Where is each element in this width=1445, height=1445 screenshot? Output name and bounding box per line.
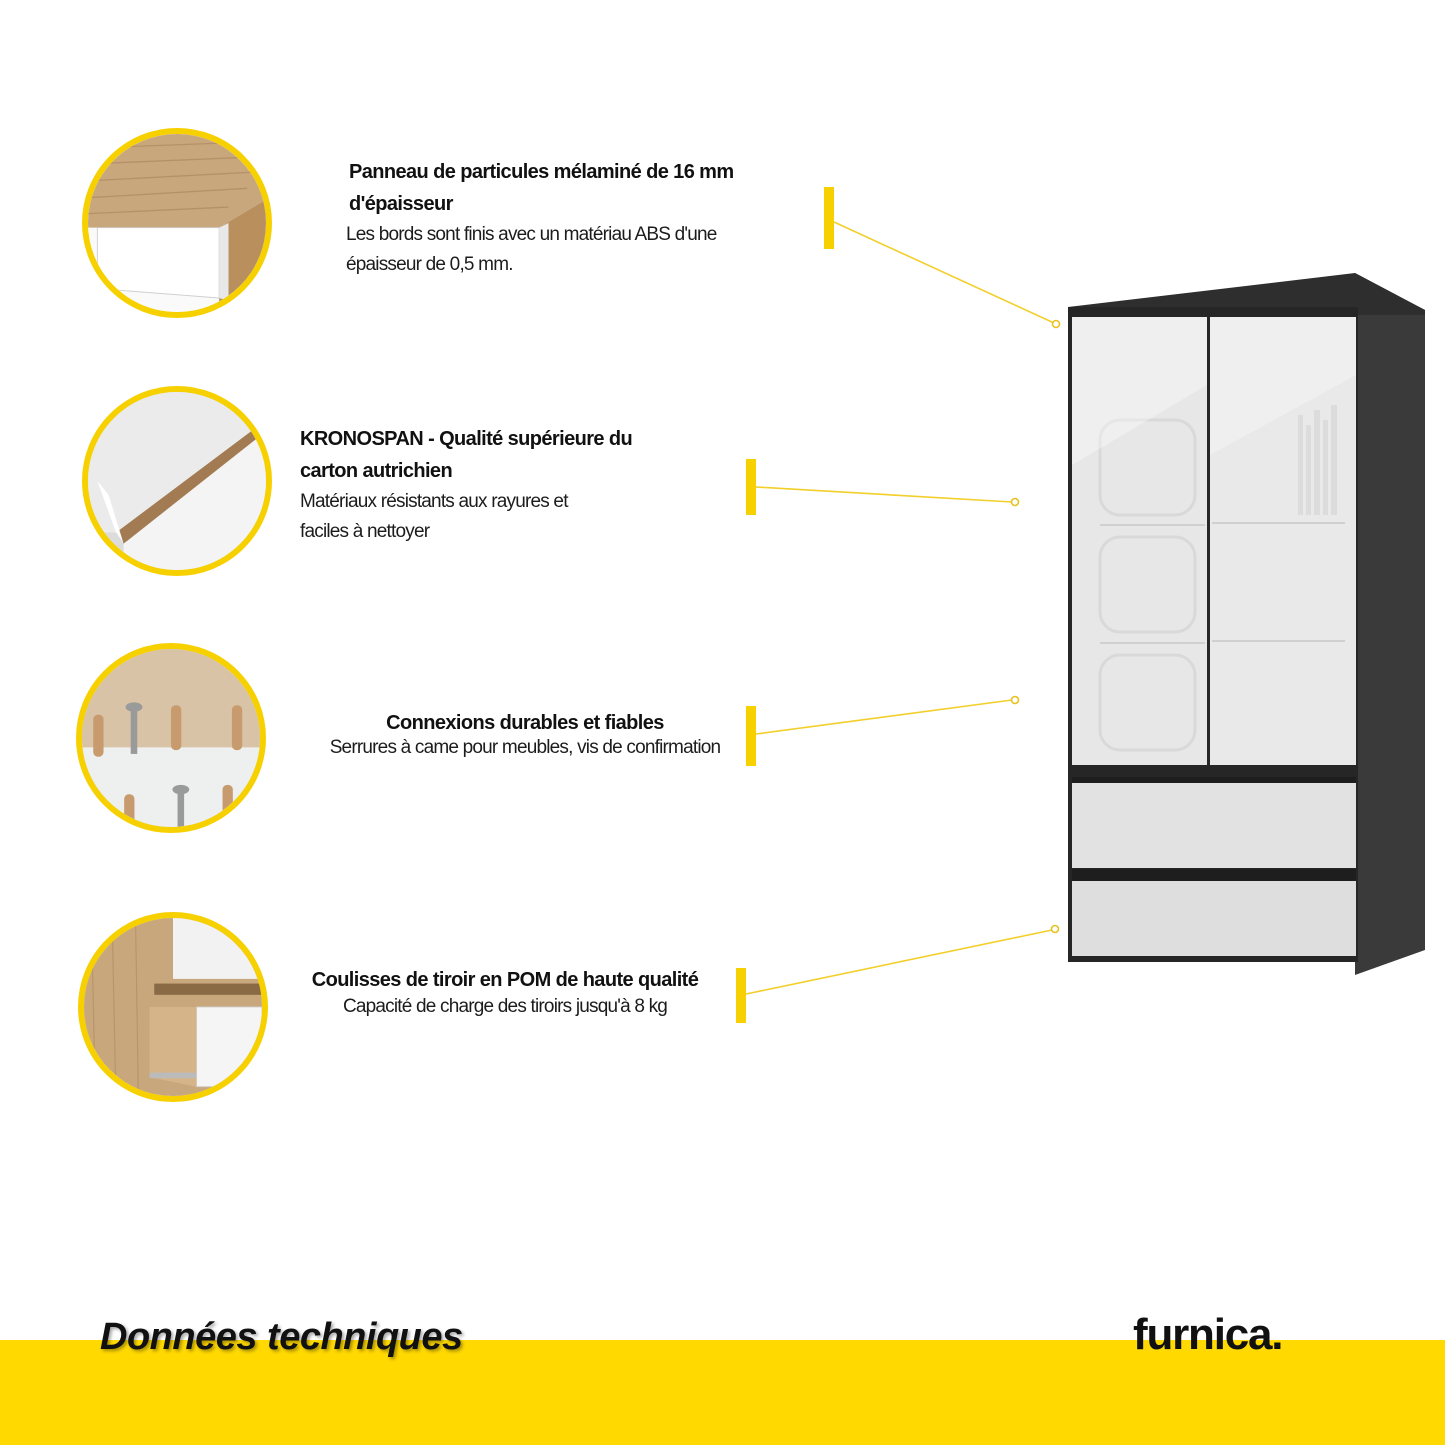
cabinet-side bbox=[1355, 273, 1425, 975]
feature-description: Matériaux résistants aux rayures et bbox=[300, 491, 568, 512]
panel-corner-icon bbox=[88, 392, 266, 570]
feature-description: épaisseur de 0,5 mm. bbox=[346, 254, 514, 275]
feature-description: Serrures à came pour meubles, vis de con… bbox=[329, 737, 721, 758]
feature-title: d'épaisseur bbox=[349, 193, 453, 215]
drawer-top bbox=[1072, 783, 1356, 868]
footer-title: Données techniques bbox=[100, 1316, 463, 1358]
indicator-bar bbox=[746, 459, 756, 515]
leader-dot bbox=[1010, 497, 1020, 507]
feature-description: Capacité de charge des tiroirs jusqu'à 8… bbox=[342, 996, 668, 1017]
leader-line bbox=[755, 486, 1013, 503]
feature-connectors: Connexions durables et fiables Serrures … bbox=[290, 707, 760, 763]
feature-board: Panneau de particules mélaminé de 16 mm … bbox=[346, 156, 809, 280]
drawer-icon bbox=[84, 918, 262, 1096]
thumb-drawer-slides bbox=[78, 912, 268, 1102]
thumb-connectors bbox=[76, 643, 266, 833]
feature-kronospan: KRONOSPAN - Qualité supérieure du carton… bbox=[300, 423, 720, 547]
feature-title: Coulisses de tiroir en POM de haute qual… bbox=[311, 969, 699, 991]
leader-line bbox=[745, 929, 1053, 995]
leader-line bbox=[755, 699, 1013, 735]
indicator-bar bbox=[736, 968, 746, 1023]
leader-dot bbox=[1010, 695, 1020, 705]
feature-description: Les bords sont finis avec un matériau AB… bbox=[346, 224, 717, 245]
feature-title: KRONOSPAN - Qualité supérieure du bbox=[300, 428, 633, 450]
feature-title: carton autrichien bbox=[300, 460, 453, 482]
door-right bbox=[1210, 317, 1356, 765]
indicator-bar bbox=[746, 706, 756, 766]
brand-logo: furnica. bbox=[1133, 1310, 1284, 1359]
feature-description: faciles à nettoyer bbox=[300, 521, 430, 542]
leader-dot bbox=[1050, 924, 1060, 934]
dowels-icon bbox=[82, 649, 260, 827]
feature-drawer-slides: Coulisses de tiroir en POM de haute qual… bbox=[270, 964, 740, 1022]
feature-title: Connexions durables et fiables bbox=[386, 712, 664, 734]
feature-title: Panneau de particules mélaminé de 16 mm bbox=[349, 161, 734, 183]
thumb-board-edge bbox=[82, 128, 272, 318]
cabinet-top bbox=[1068, 273, 1425, 315]
thumb-surface-quality bbox=[82, 386, 272, 576]
drawer-bottom bbox=[1072, 881, 1356, 956]
leader-line bbox=[833, 221, 1055, 324]
footer-band bbox=[0, 1340, 1445, 1445]
cabinet-illustration bbox=[1068, 273, 1425, 975]
wood-edge-icon bbox=[88, 134, 266, 312]
leader-dot bbox=[1051, 319, 1061, 329]
indicator-bar bbox=[824, 187, 834, 249]
